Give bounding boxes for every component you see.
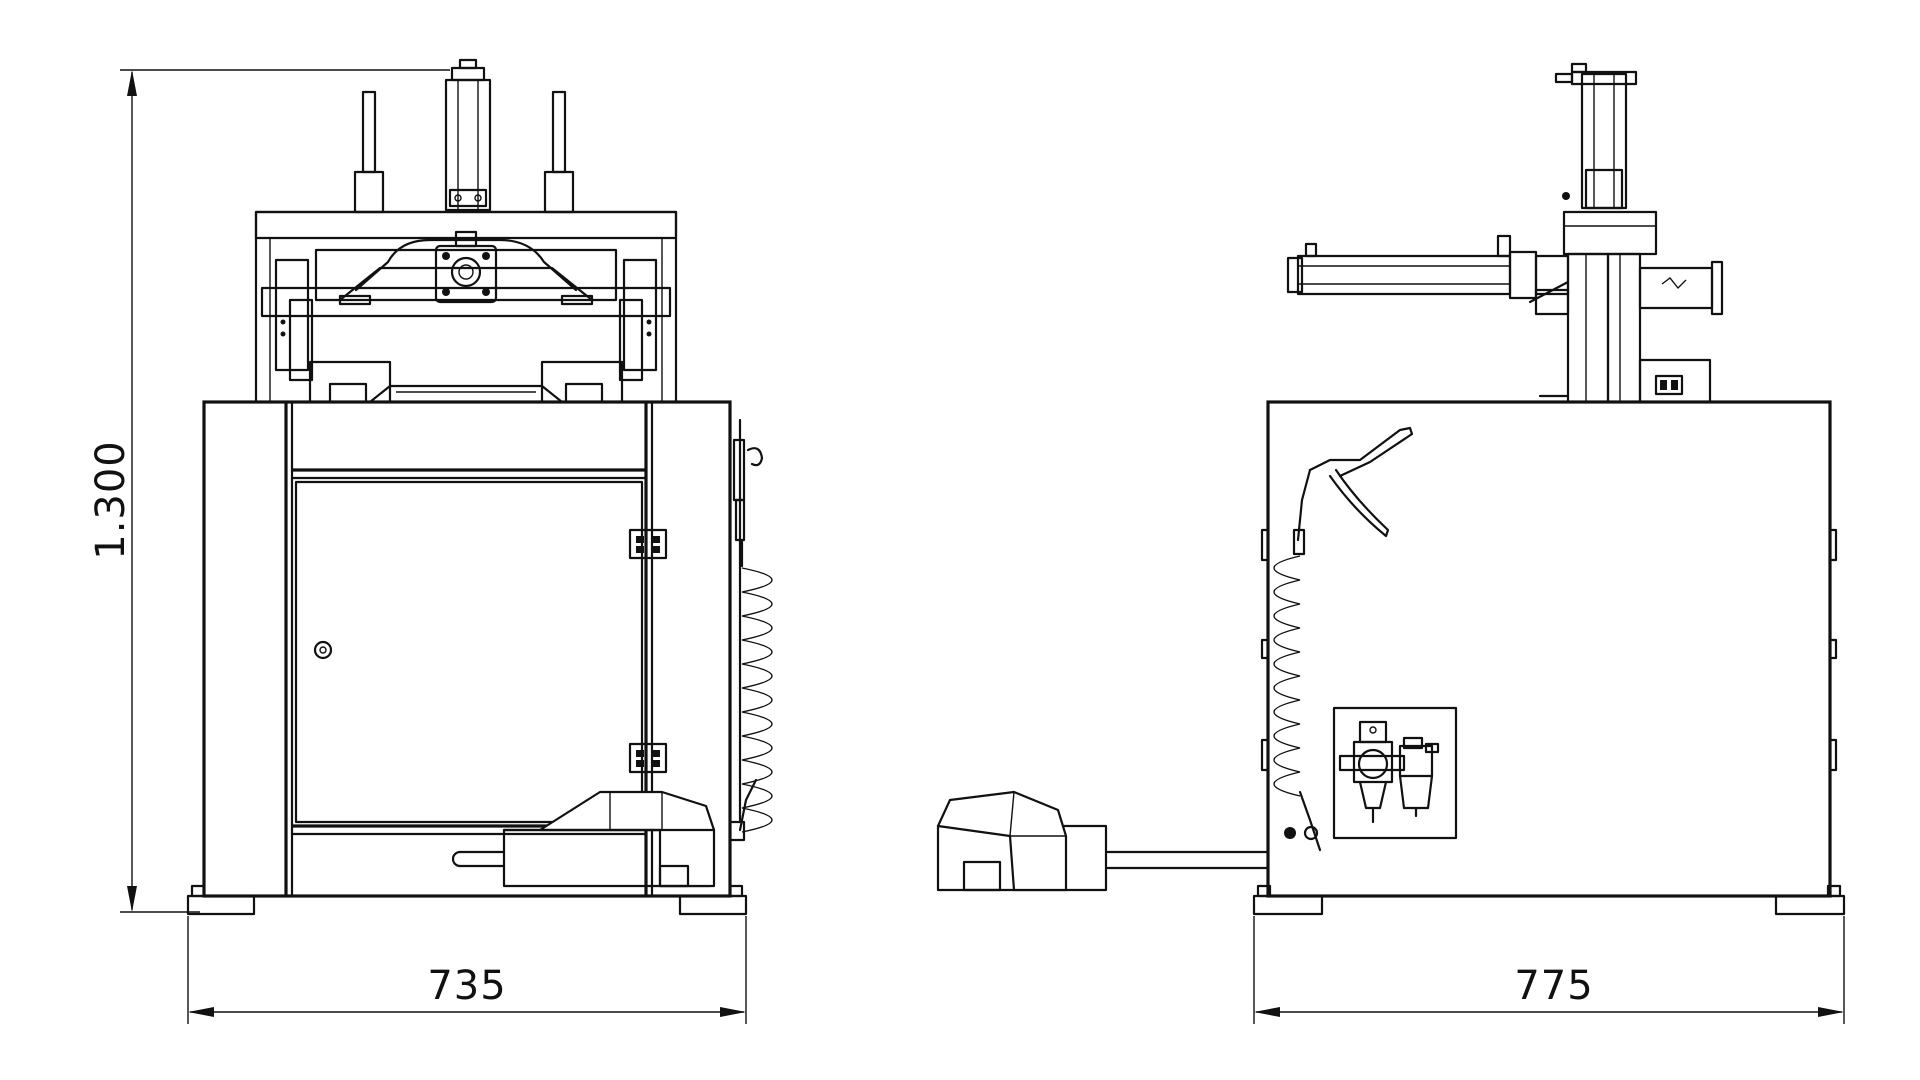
side-air-gun bbox=[1273, 426, 1414, 852]
front-press-frame bbox=[254, 210, 678, 404]
front-top-cylinder bbox=[353, 58, 575, 214]
front-air-hose bbox=[728, 418, 773, 842]
front-cabinet-door bbox=[294, 480, 644, 824]
side-view bbox=[936, 62, 1846, 916]
door-lock bbox=[313, 640, 333, 660]
height-dimension-label: 1.300 bbox=[88, 440, 134, 560]
door-hinge-top bbox=[628, 528, 668, 560]
side-width-dimension: 775 bbox=[1253, 916, 1845, 1024]
side-vertical-column bbox=[1554, 62, 1658, 404]
door-hinge-bottom bbox=[628, 742, 668, 774]
front-width-label: 735 bbox=[427, 963, 506, 1009]
front-view bbox=[186, 58, 773, 916]
side-feet bbox=[1252, 884, 1846, 916]
front-cabinet bbox=[202, 400, 732, 898]
front-foot-pedal bbox=[451, 790, 716, 888]
side-cabinet bbox=[1260, 400, 1838, 898]
side-horizontal-cylinder bbox=[1286, 234, 1724, 404]
front-width-dimension: 735 bbox=[187, 916, 747, 1024]
side-foot-pedal bbox=[936, 790, 1270, 892]
height-dimension: 1.300 bbox=[88, 69, 450, 913]
side-width-label: 775 bbox=[1514, 963, 1593, 1009]
front-feet bbox=[186, 884, 748, 916]
air-filter-regulator bbox=[1332, 706, 1458, 840]
